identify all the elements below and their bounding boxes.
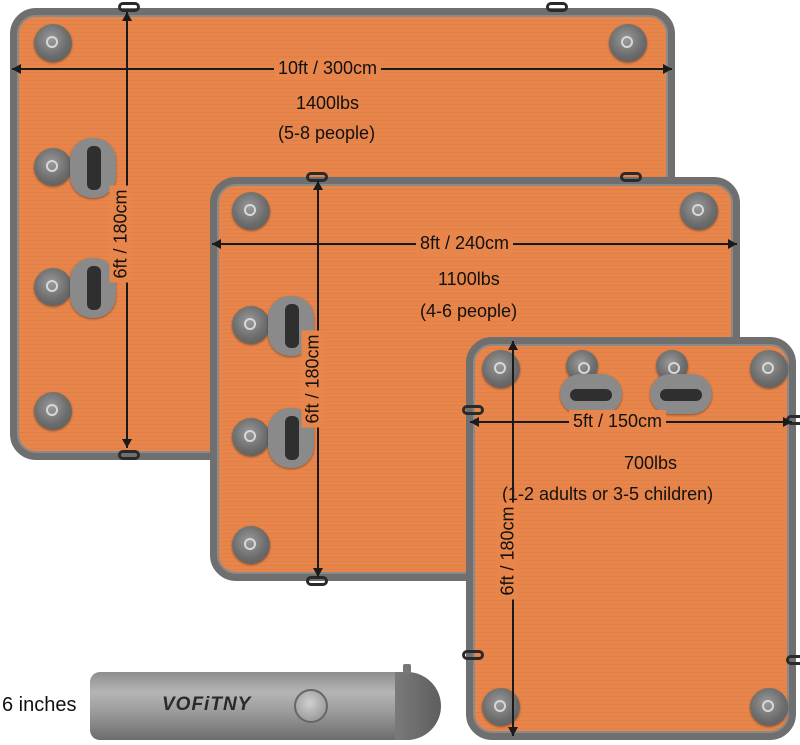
brand-logo-icon	[294, 689, 328, 723]
strap-loop	[786, 655, 800, 665]
medium-height-label: 6ft / 180cm	[301, 330, 324, 428]
medium-capacity: 1100lbs	[438, 269, 500, 289]
small-height-label: 6ft / 180cm	[496, 502, 519, 600]
d-ring-icon	[232, 192, 270, 230]
strap-loop	[118, 2, 140, 12]
large-width-label: 10ft / 300cm	[274, 57, 382, 79]
d-ring-icon	[232, 526, 270, 564]
d-ring-icon	[34, 148, 72, 186]
small-dock	[466, 337, 796, 740]
d-ring-icon	[609, 24, 647, 62]
brand-name: VOFiTNY	[162, 694, 252, 715]
d-ring-icon	[232, 306, 270, 344]
tube-end	[395, 672, 441, 740]
d-ring-icon	[680, 192, 718, 230]
large-height-label: 6ft / 180cm	[109, 185, 132, 283]
small-people: (1-2 adults or 3-5 children)	[502, 484, 714, 504]
thickness-tube	[90, 672, 440, 740]
handle-icon	[268, 408, 314, 468]
strap-loop	[546, 2, 568, 12]
d-ring-icon	[750, 688, 788, 726]
thickness-label: 6 inches	[2, 694, 77, 716]
strap-loop	[306, 576, 328, 586]
d-ring-icon	[34, 268, 72, 306]
medium-people: (4-6 people)	[420, 301, 518, 321]
handle-icon	[70, 258, 116, 318]
medium-width-label: 8ft / 240cm	[416, 232, 514, 254]
valve-icon	[403, 664, 411, 674]
d-ring-icon	[34, 24, 72, 62]
d-ring-icon	[482, 688, 520, 726]
strap-loop	[620, 172, 642, 182]
strap-loop	[462, 650, 484, 660]
d-ring-icon	[34, 392, 72, 430]
strap-loop	[118, 450, 140, 460]
strap-loop	[306, 172, 328, 182]
large-people: (5-8 people)	[278, 123, 376, 143]
small-capacity: 700lbs	[624, 453, 678, 473]
strap-loop	[462, 405, 484, 415]
d-ring-icon	[482, 350, 520, 388]
small-width-label: 5ft / 150cm	[569, 410, 667, 432]
large-capacity: 1400lbs	[296, 93, 360, 113]
handle-icon	[70, 138, 116, 198]
handle-icon	[650, 374, 712, 414]
d-ring-icon	[750, 350, 788, 388]
d-ring-icon	[232, 418, 270, 456]
handle-icon	[560, 374, 622, 414]
